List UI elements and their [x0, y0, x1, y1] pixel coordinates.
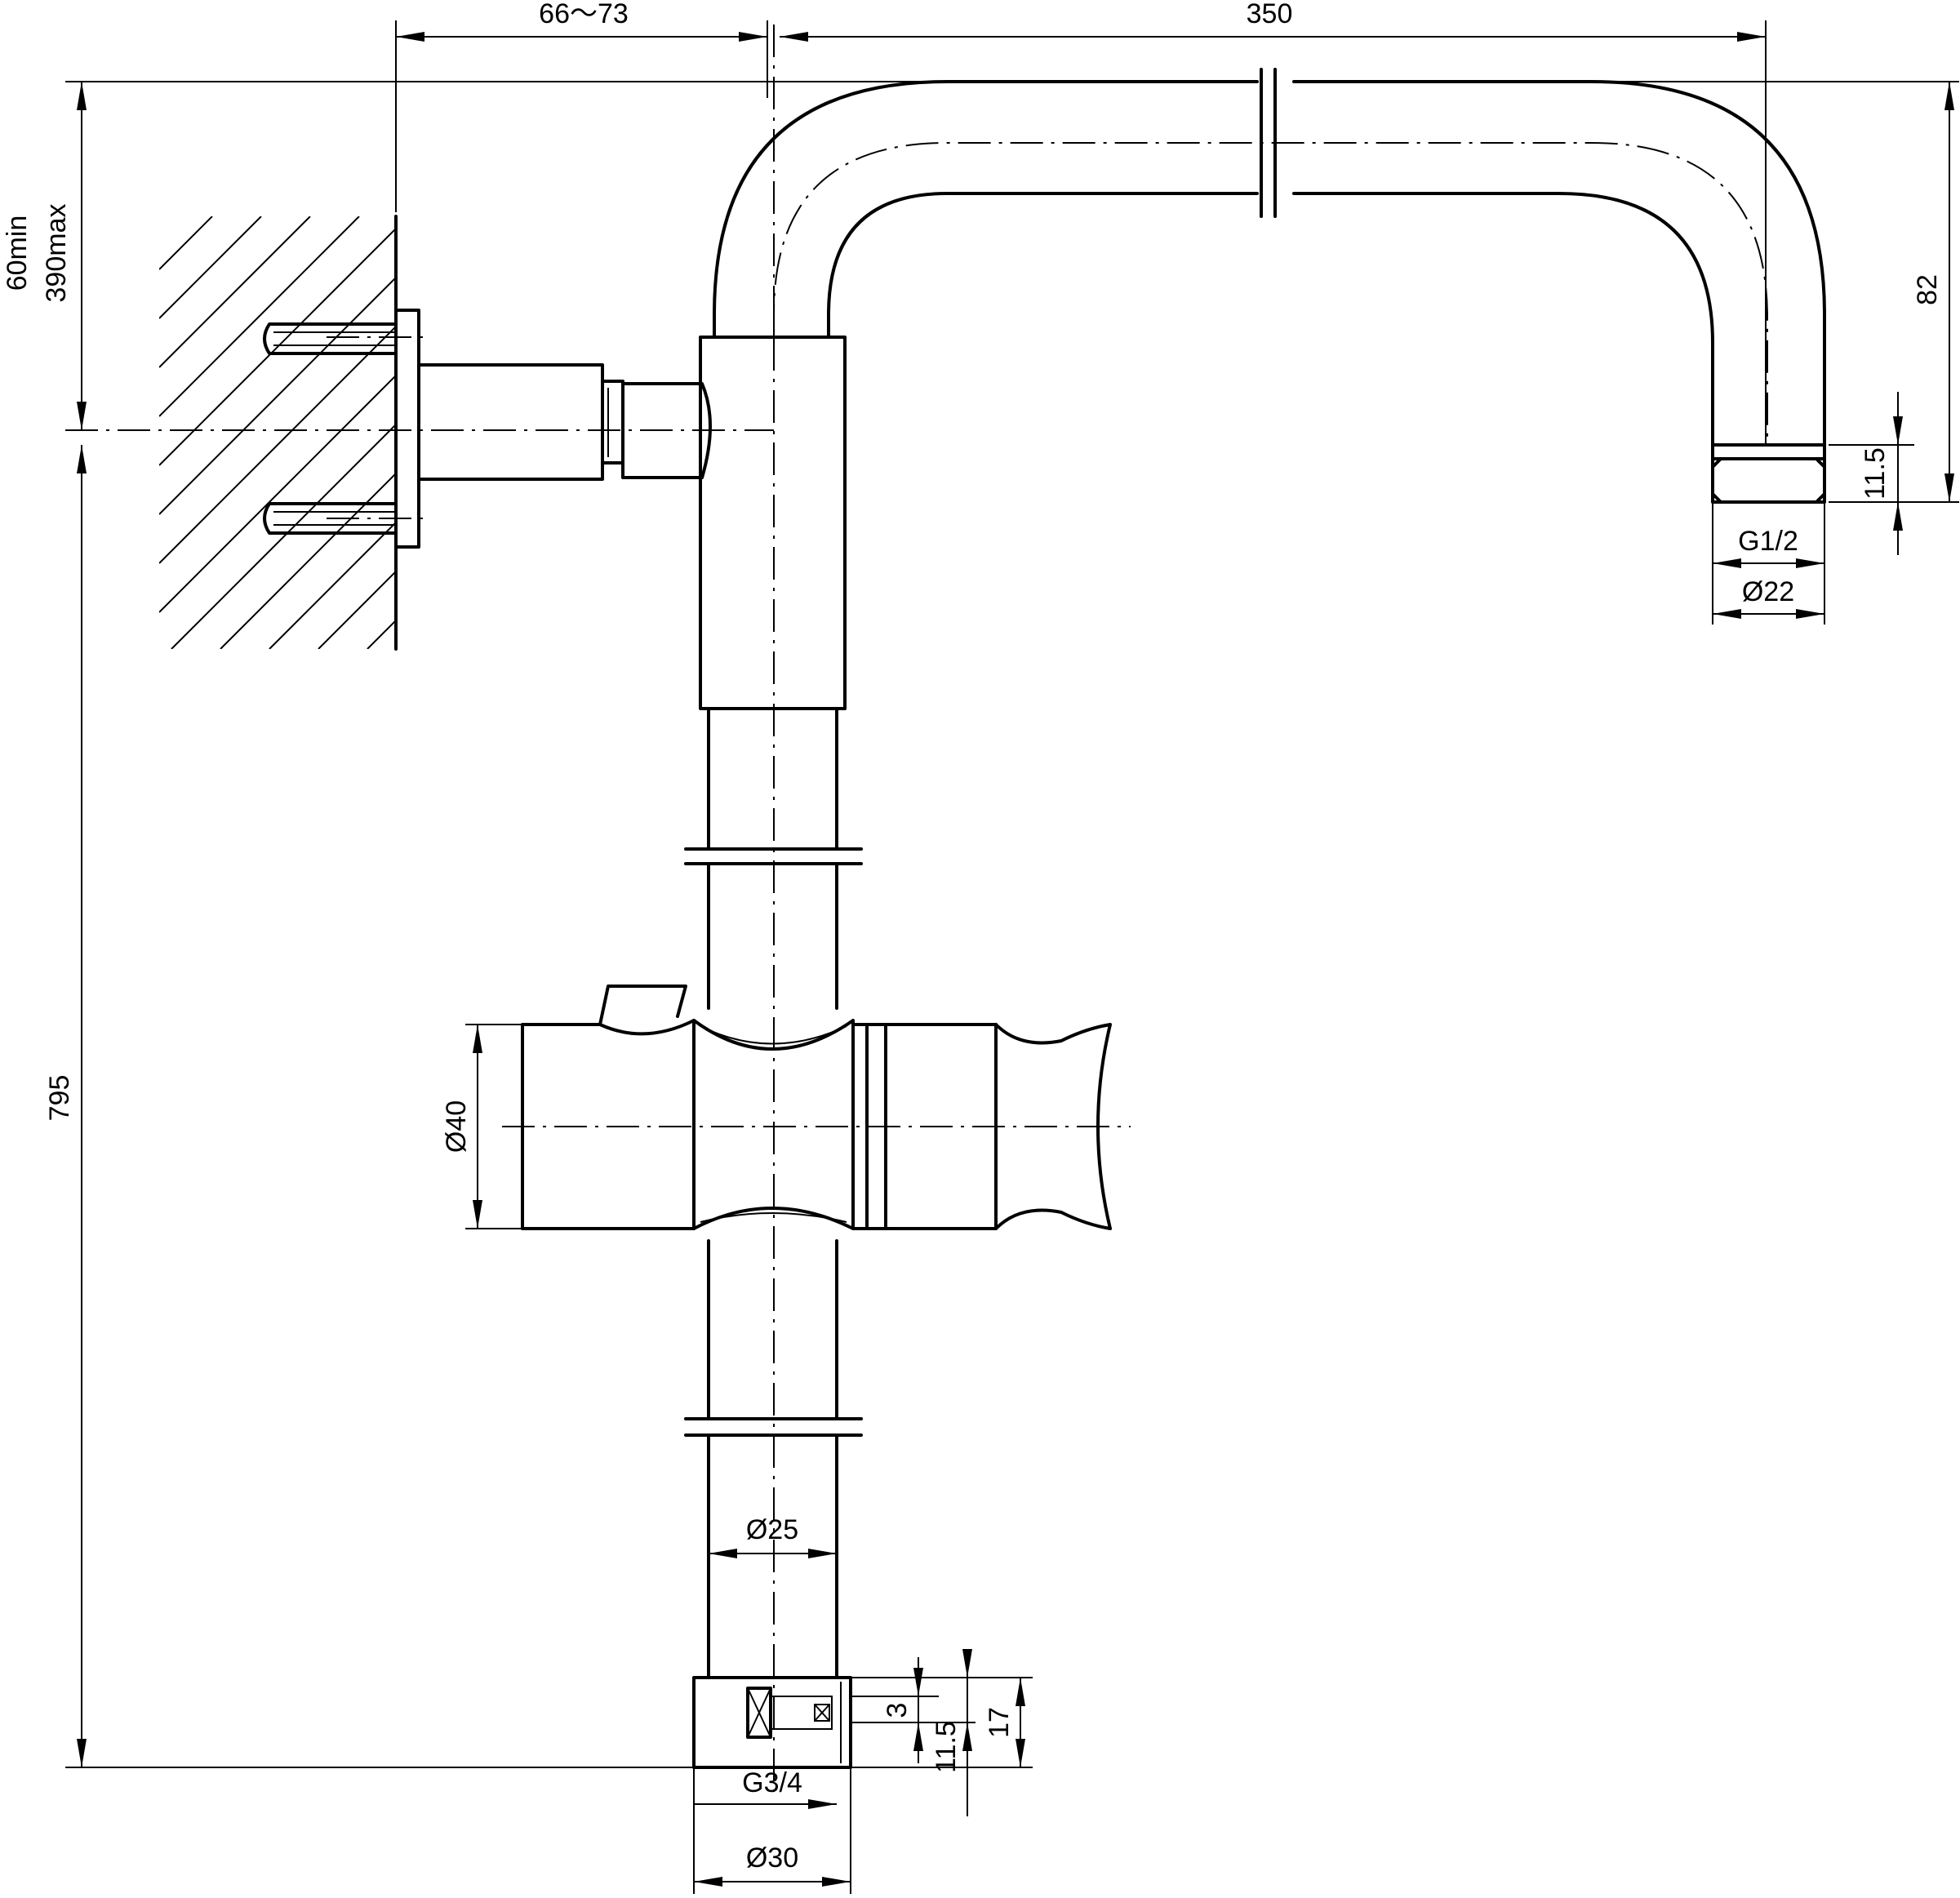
- dim-label-outlet-diameter: Ø22: [1742, 576, 1794, 607]
- dim-label-inlet-thread: G3/4: [742, 1767, 802, 1798]
- dim-label-arm-drop: 82: [1912, 274, 1943, 305]
- dim-arm-length: 350: [780, 0, 1767, 445]
- dim-label-wall-max: 390max: [41, 204, 72, 303]
- dim-label-wall-min: 60min: [2, 216, 33, 291]
- dim-label-outlet-thread: G1/2: [1738, 526, 1798, 557]
- dim-label-arm-length: 350: [1247, 0, 1293, 29]
- dim-outlet: G1/2 Ø22: [1712, 502, 1825, 625]
- dim-inlet-depths: 3 11.5 17: [851, 1649, 1033, 1816]
- dim-label-inlet-depth-small: 3: [882, 1703, 913, 1718]
- dim-outlet-thread-length: 11.5: [1829, 392, 1914, 555]
- dim-inlet: G3/4 Ø30: [693, 1767, 851, 1894]
- dim-label-outlet-thread-length: 11.5: [1860, 447, 1891, 500]
- center-lines: [65, 24, 1768, 1792]
- inlet-block: [692, 1676, 852, 1769]
- dim-label-inlet-depth-mid: 11.5: [931, 1721, 962, 1773]
- dim-label-total-height: 795: [44, 1075, 75, 1122]
- dim-slider-diameter: Ø40: [441, 1024, 522, 1229]
- dim-label-slider-diameter: Ø40: [441, 1100, 472, 1153]
- dim-total-height: 795: [44, 445, 694, 1768]
- dim-label-wall-offset: 66～73: [539, 0, 629, 29]
- shower-arm: [713, 68, 1826, 504]
- dim-arm-drop: 82: [1600, 81, 1959, 503]
- dim-rail-diameter: Ø25: [709, 1514, 837, 1558]
- wall-section: [159, 215, 398, 651]
- slider: [521, 985, 1112, 1230]
- dim-wall-offset: 66～73: [395, 0, 768, 212]
- dim-label-inlet-depth-large: 17: [984, 1707, 1015, 1738]
- upper-block: [699, 336, 847, 710]
- wall-bracket: [263, 309, 712, 549]
- dim-label-inlet-diameter: Ø30: [746, 1842, 798, 1874]
- dim-wall-range: 60min 390max: [2, 81, 947, 430]
- dim-label-rail-diameter: Ø25: [746, 1514, 798, 1545]
